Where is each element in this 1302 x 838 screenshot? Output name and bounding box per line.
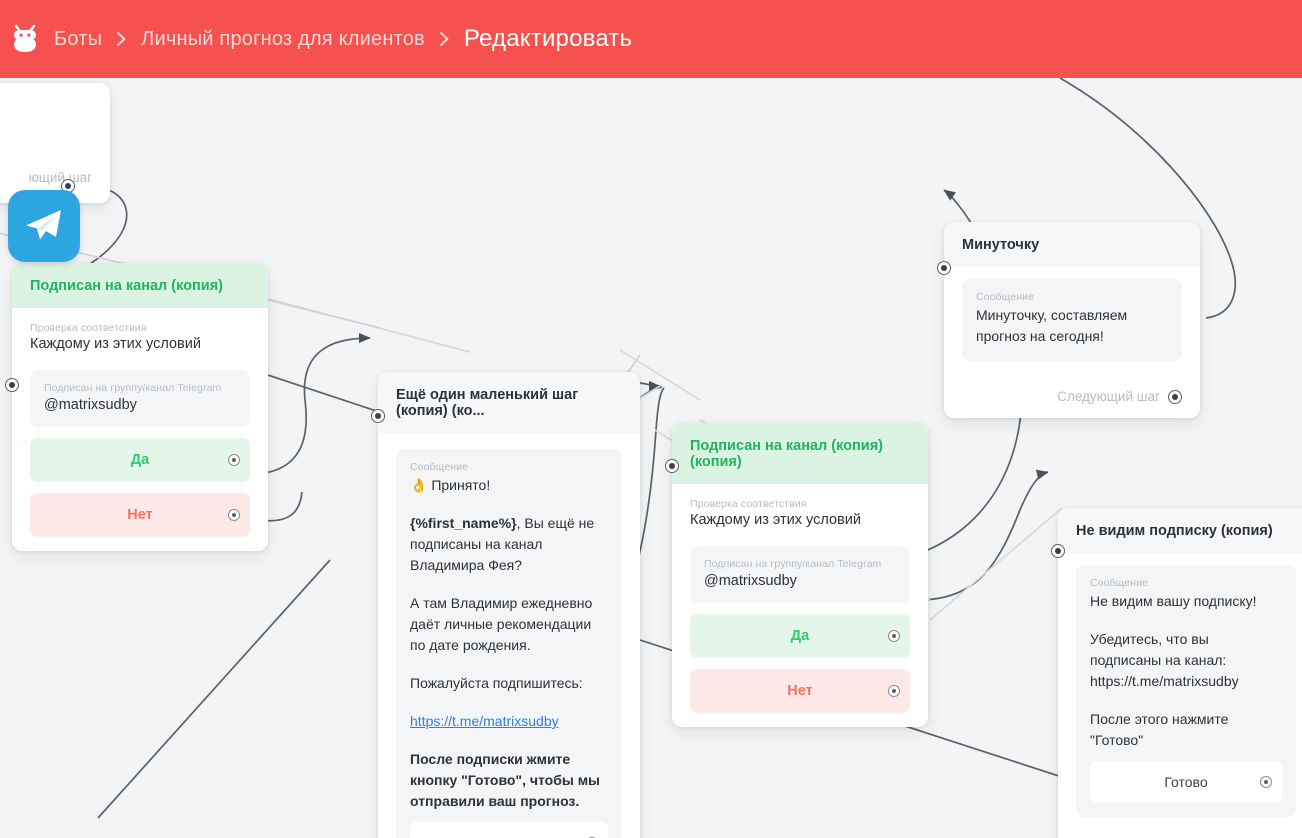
- chevron-right-icon: [439, 32, 449, 46]
- choice-no[interactable]: Нет: [30, 493, 250, 537]
- check-value[interactable]: Каждому из этих условий: [690, 512, 861, 528]
- message-link-row: https://t.me/matrixsudby: [410, 711, 608, 732]
- node-title: Минуточку: [944, 222, 1200, 267]
- port-in-subscribed-copy-copy[interactable]: [665, 459, 679, 473]
- message-line-recommend: А там Владимир ежедневно даёт личные рек…: [410, 595, 597, 653]
- check-value[interactable]: Каждому из этих условий: [30, 336, 201, 352]
- node-title: Подписан на канал (копия) (копия): [672, 423, 928, 484]
- choice-no-label: Нет: [127, 507, 153, 523]
- port-in-no-subscription[interactable]: [1051, 544, 1065, 558]
- choice-yes[interactable]: Да: [30, 438, 250, 482]
- message-label: Сообщение: [976, 291, 1035, 303]
- port-no[interactable]: [228, 509, 240, 521]
- message-box[interactable]: Сообщение Не видим вашу подписку! Убедит…: [1076, 565, 1296, 817]
- check-label: Проверка соответствия: [30, 322, 147, 334]
- choice-no-label: Нет: [787, 683, 813, 699]
- node-title: Подписан на канал (копия): [12, 263, 268, 308]
- condition-box[interactable]: Подписан на группу/канал Telegram @matri…: [30, 370, 250, 427]
- node-body: Сообщение 👌 Принято! {%first_name%}, Вы …: [378, 433, 640, 838]
- node-body: Сообщение Минуточку, составляем прогноз …: [944, 267, 1200, 375]
- message-line-1: Не видим вашу подписку!: [1090, 593, 1257, 609]
- flow-canvas[interactable]: ющий шаг Подписан на канал (копия) Прове…: [0, 78, 1302, 838]
- node-body: Сообщение Не видим вашу подписку! Убедит…: [1058, 553, 1302, 831]
- port-in-one-more-step[interactable]: [371, 409, 385, 423]
- node-minute[interactable]: Минуточку Сообщение Минуточку, составляе…: [944, 222, 1200, 418]
- bot-head-icon: [14, 24, 36, 52]
- button-done-label: Готово: [487, 835, 530, 838]
- condition-value: @matrixsudby: [704, 573, 797, 589]
- message-line-3: https://t.me/matrixsudby: [1090, 673, 1239, 689]
- message-label: Сообщение: [410, 461, 469, 473]
- message-box[interactable]: Сообщение Минуточку, составляем прогноз …: [962, 279, 1182, 361]
- port-button-done[interactable]: [1260, 776, 1272, 788]
- check-label: Проверка соответствия: [690, 498, 807, 510]
- message-line-please: Пожалуйста подпишитесь:: [410, 675, 583, 691]
- node-subscribed-copy-copy[interactable]: Подписан на канал (копия) (копия) Провер…: [672, 423, 928, 727]
- port-no[interactable]: [888, 685, 900, 697]
- telegram-link[interactable]: https://t.me/matrixsudby: [410, 713, 559, 729]
- choice-yes[interactable]: Да: [690, 614, 910, 658]
- message-box[interactable]: Сообщение 👌 Принято! {%first_name%}, Вы …: [396, 449, 622, 838]
- message-text: Минуточку, составляем прогноз на сегодня…: [976, 307, 1132, 344]
- message-line-accepted: 👌 Принято!: [410, 477, 491, 493]
- node-title: Не видим подписку (копия): [1058, 508, 1302, 553]
- message-line-after-bold: После подписки жмите кнопку "Готово", чт…: [410, 751, 604, 809]
- choice-no[interactable]: Нет: [690, 669, 910, 713]
- next-step-label: Следующий шаг: [1057, 389, 1160, 404]
- condition-value: @matrixsudby: [44, 397, 137, 413]
- first-name-rest: , Вы ещё не подписаны на канал Владимира…: [410, 515, 599, 573]
- message-line-after: После подписки жмите кнопку "Готово", чт…: [410, 749, 608, 812]
- button-done[interactable]: Готово: [410, 822, 608, 838]
- breadcrumb-item-edit: Редактировать: [463, 25, 633, 52]
- next-step-label: ющий шаг: [28, 170, 92, 185]
- button-done[interactable]: Готово: [1090, 761, 1282, 803]
- message-line-2: Убедитесь, что вы подписаны на канал:: [1090, 631, 1227, 668]
- button-done-label: Готово: [1164, 774, 1208, 790]
- condition-label: Подписан на группу/канал Telegram: [44, 382, 222, 394]
- node-clipped-left[interactable]: ющий шаг: [0, 83, 110, 203]
- message-line-first-name: {%first_name%}, Вы ещё не подписаны на к…: [410, 513, 608, 576]
- port-in-subscribed-copy[interactable]: [5, 378, 19, 392]
- port-in-minute[interactable]: [937, 261, 951, 275]
- breadcrumb-item-bot-name[interactable]: Личный прогноз для клиентов: [141, 27, 425, 50]
- message-line-4: После этого нажмите "Готово": [1090, 711, 1233, 748]
- breadcrumb: Боты Личный прогноз для клиентов Редакти…: [54, 25, 632, 53]
- next-step-row: Следующий шаг: [944, 375, 1200, 418]
- telegram-paper-plane-icon: [26, 210, 61, 240]
- node-body: Проверка соответствия Каждому из этих ус…: [12, 308, 268, 551]
- telegram-badge[interactable]: [8, 190, 80, 262]
- breadcrumb-item-bots[interactable]: Боты: [54, 27, 103, 50]
- chevron-right-icon: [117, 32, 126, 46]
- message-label: Сообщение: [1090, 577, 1149, 589]
- first-name-token: {%first_name%}: [410, 515, 517, 531]
- choice-yes-label: Да: [790, 628, 810, 644]
- node-subscribed-copy[interactable]: Подписан на канал (копия) Проверка соотв…: [12, 263, 268, 551]
- next-step-row: Следующий шаг: [1058, 831, 1302, 838]
- next-step-row: ющий шаг: [29, 156, 110, 199]
- node-no-subscription[interactable]: Не видим подписку (копия) Сообщение Не в…: [1058, 508, 1302, 838]
- node-body: Проверка соответствия Каждому из этих ус…: [672, 484, 928, 727]
- port-yes[interactable]: [888, 630, 900, 642]
- choice-yes-label: Да: [130, 452, 150, 468]
- node-one-more-step[interactable]: Ещё один маленький шаг (копия) (ко... Со…: [378, 372, 640, 838]
- condition-label: Подписан на группу/канал Telegram: [704, 558, 882, 570]
- port-yes[interactable]: [228, 454, 240, 466]
- condition-box[interactable]: Подписан на группу/канал Telegram @matri…: [690, 546, 910, 603]
- top-bar: Боты Личный прогноз для клиентов Редакти…: [0, 0, 1302, 78]
- port-next-step[interactable]: [1168, 389, 1182, 404]
- node-title: Ещё один маленький шаг (копия) (ко...: [378, 372, 640, 433]
